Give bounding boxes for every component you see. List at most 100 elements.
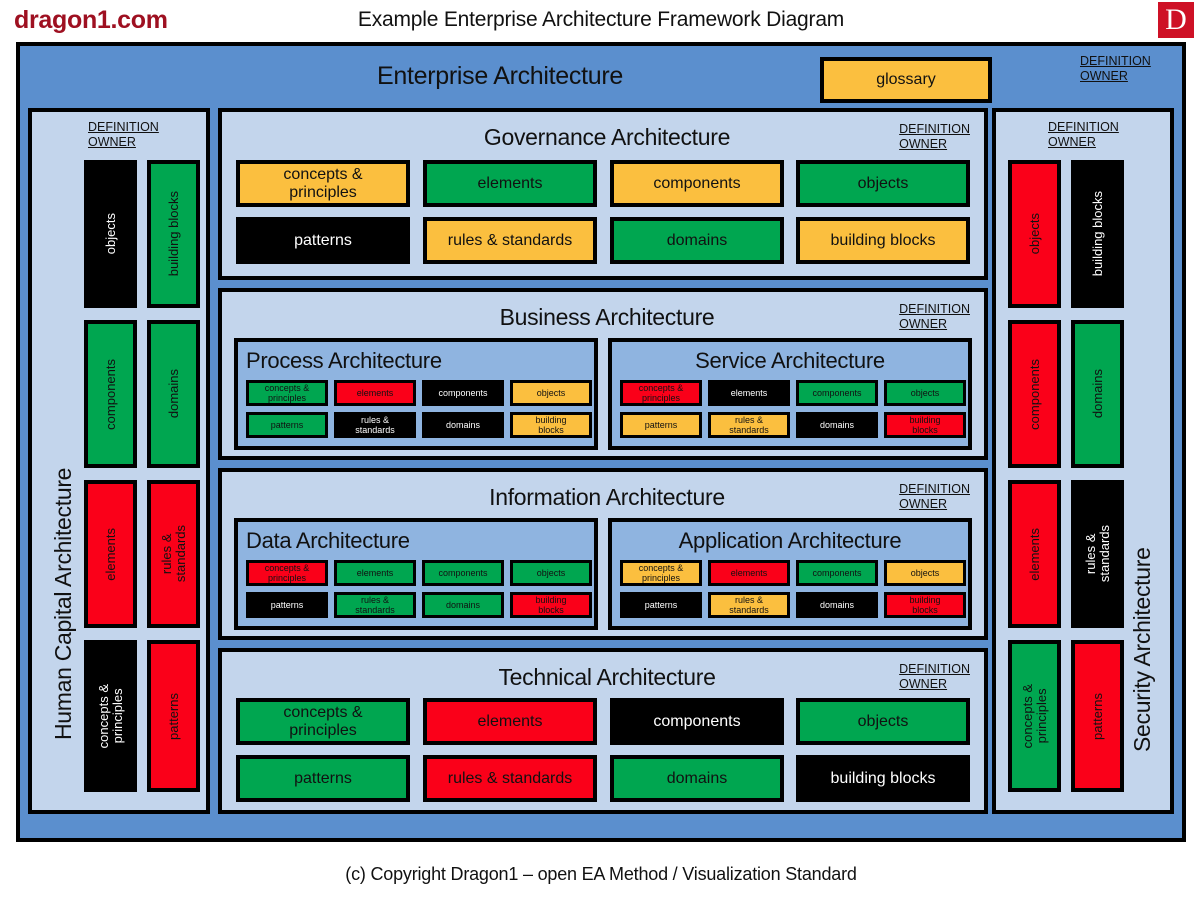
definition-owner-technical: DEFINITION OWNER [899,662,970,692]
tile-human-capital-elements[interactable]: elements [84,480,137,628]
tile-human-capital-components[interactable]: components [84,320,137,468]
tile-human-capital-patterns[interactable]: patterns [147,640,200,792]
business-architecture-title: Business Architecture [499,304,715,330]
tile-security-objects[interactable]: objects [1008,160,1061,308]
tile-human-capital-objects[interactable]: objects [84,160,137,308]
tile-human-capital-concepts-and-principles[interactable]: concepts & principles [84,640,137,792]
tile-0-objects[interactable]: objects [796,160,970,207]
tile-human-capital-building-blocks[interactable]: building blocks [147,160,200,308]
enterprise-band: Enterprise Architecture glossary DEFINIT… [20,46,1182,108]
tile-label: concepts & principles [1019,683,1049,749]
tile-data-domains[interactable]: domains [422,592,504,618]
service-architecture-title: Service Architecture [695,348,885,373]
owner-label: OWNER [88,135,136,149]
tile-0-elements[interactable]: elements [423,160,597,207]
tile-service-components[interactable]: components [796,380,878,406]
page-title: Example Enterprise Architecture Framewor… [357,8,845,31]
tile-0-domains[interactable]: domains [610,217,784,264]
sidecol-human-capital: DEFINITION OWNER Human Capital Architect… [28,108,210,814]
tile-3-concepts-and-principles[interactable]: concepts & principles [236,698,410,745]
tile-service-building-blocks[interactable]: building blocks [884,412,966,438]
tile-3-objects[interactable]: objects [796,698,970,745]
layer-governance: Governance Architecture DEFINITION OWNER… [218,108,988,280]
tile-service-domains[interactable]: domains [796,412,878,438]
tile-0-patterns[interactable]: patterns [236,217,410,264]
human-capital-architecture-title: Human Capital Architecture [50,467,76,740]
tile-security-components[interactable]: components [1008,320,1061,468]
definition-owner-information: DEFINITION OWNER [899,482,970,512]
tile-label: building blocks [165,191,181,277]
tile-process-patterns[interactable]: patterns [246,412,328,438]
tile-security-elements[interactable]: elements [1008,480,1061,628]
tile-application-patterns[interactable]: patterns [620,592,702,618]
tile-application-components[interactable]: components [796,560,878,586]
tile-application-domains[interactable]: domains [796,592,878,618]
tile-data-concepts-and-principles[interactable]: concepts & principles [246,560,328,586]
tile-security-domains[interactable]: domains [1071,320,1124,468]
tile-application-objects[interactable]: objects [884,560,966,586]
tile-security-building-blocks[interactable]: building blocks [1071,160,1124,308]
tile-3-domains[interactable]: domains [610,755,784,802]
owner-label: OWNER [1048,135,1096,149]
subpanel-process-architecture: Process Architecture concepts & principl… [234,338,598,450]
owner-label: OWNER [1080,69,1128,83]
tile-data-rules-and-standards[interactable]: rules & standards [334,592,416,618]
tile-human-capital-domains[interactable]: domains [147,320,200,468]
tile-service-concepts-and-principles[interactable]: concepts & principles [620,380,702,406]
tile-data-objects[interactable]: objects [510,560,592,586]
tile-application-building-blocks[interactable]: building blocks [884,592,966,618]
glossary-box[interactable]: glossary [820,57,992,103]
tile-security-concepts-and-principles[interactable]: concepts & principles [1008,640,1061,792]
tile-application-rules-and-standards[interactable]: rules & standards [708,592,790,618]
tile-service-objects[interactable]: objects [884,380,966,406]
tile-data-patterns[interactable]: patterns [246,592,328,618]
owner-label: OWNER [899,317,948,331]
tile-label: rules & standards [1082,525,1112,583]
tile-security-patterns[interactable]: patterns [1071,640,1124,792]
owner-label: OWNER [899,137,948,151]
tile-3-components[interactable]: components [610,698,784,745]
sidecol-security: DEFINITION OWNER Security Architecture o… [992,108,1174,814]
tile-0-rules-and-standards[interactable]: rules & standards [423,217,597,264]
subpanel-application-architecture: Application Architecture concepts & prin… [608,518,972,630]
tile-process-rules-and-standards[interactable]: rules & standards [334,412,416,438]
tile-process-elements[interactable]: elements [334,380,416,406]
definition-label: DEFINITION [1048,120,1119,134]
tile-3-patterns[interactable]: patterns [236,755,410,802]
tile-label: domains [1089,369,1105,419]
tile-data-components[interactable]: components [422,560,504,586]
tile-3-building-blocks[interactable]: building blocks [796,755,970,802]
tile-service-rules-and-standards[interactable]: rules & standards [708,412,790,438]
tile-data-building-blocks[interactable]: building blocks [510,592,592,618]
definition-label: DEFINITION [1080,54,1151,68]
tile-service-elements[interactable]: elements [708,380,790,406]
tile-human-capital-rules-and-standards[interactable]: rules & standards [147,480,200,628]
tile-data-elements[interactable]: elements [334,560,416,586]
tile-label: elements [102,527,118,581]
tile-application-concepts-and-principles[interactable]: concepts & principles [620,560,702,586]
tile-label: objects [102,213,118,255]
tile-label: objects [1026,213,1042,255]
owner-label: OWNER [899,497,948,511]
tile-0-components[interactable]: components [610,160,784,207]
tile-service-patterns[interactable]: patterns [620,412,702,438]
tile-process-domains[interactable]: domains [422,412,504,438]
application-architecture-title: Application Architecture [678,528,902,553]
tile-security-rules-and-standards[interactable]: rules & standards [1071,480,1124,628]
tile-application-elements[interactable]: elements [708,560,790,586]
tile-process-components[interactable]: components [422,380,504,406]
tile-0-concepts-and-principles[interactable]: concepts & principles [236,160,410,207]
tile-process-building-blocks[interactable]: building blocks [510,412,592,438]
owner-label: OWNER [899,677,948,691]
tile-3-elements[interactable]: elements [423,698,597,745]
tile-label: rules & standards [158,525,188,583]
governance-tile-grid: concepts & principles elements components o… [236,160,970,270]
tile-process-concepts-and-principles[interactable]: concepts & principles [246,380,328,406]
tile-process-objects[interactable]: objects [510,380,592,406]
tile-3-rules-and-standards[interactable]: rules & standards [423,755,597,802]
tile-0-building-blocks[interactable]: building blocks [796,217,970,264]
technical-tile-grid: concepts & principles elements components o… [236,698,970,808]
